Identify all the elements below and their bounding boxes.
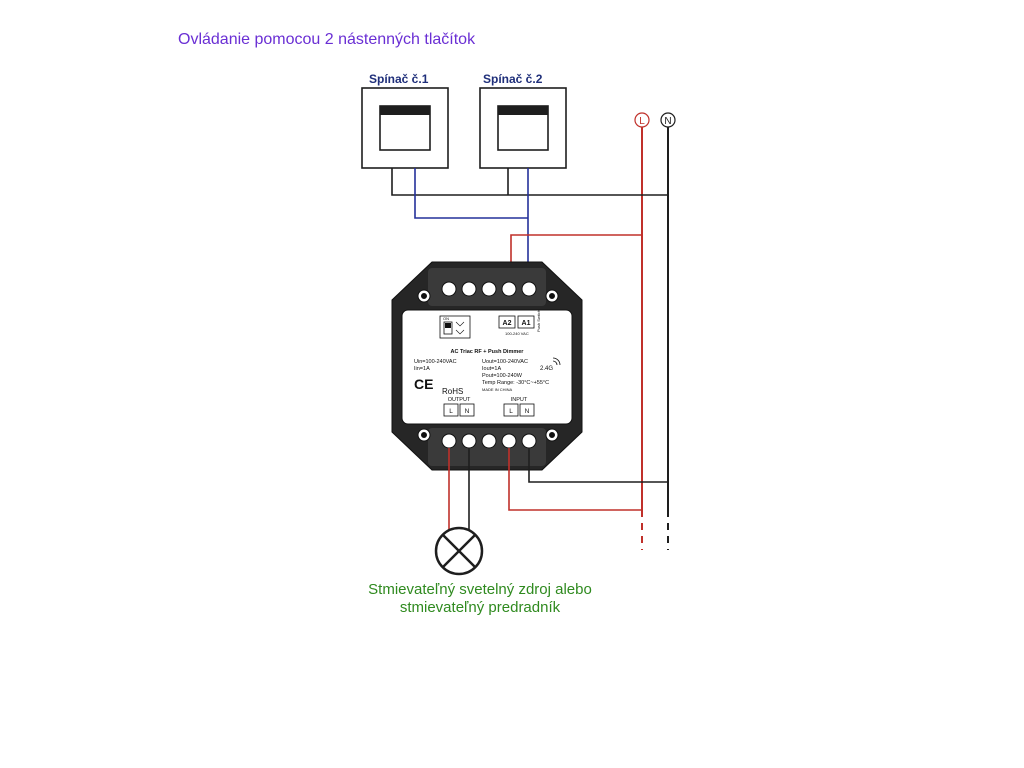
- terminal-a1-label: A1: [522, 320, 531, 327]
- push-switch-label: Push Switch: [536, 310, 541, 332]
- bottom-wiring: [448, 448, 668, 530]
- bottom-terminals: [441, 433, 537, 449]
- wireless-icon: [552, 357, 561, 366]
- made-in-label: MADE IN CHINA: [482, 387, 513, 392]
- diagram-title: Ovládanie pomocou 2 nástenných tlačítok: [178, 31, 476, 48]
- output-voltage: Uout=100-240VAC: [482, 359, 528, 365]
- top-terminals: [441, 281, 537, 297]
- output-power: Pout=100-240W: [482, 373, 523, 379]
- output-block-label: OUTPUT: [448, 397, 471, 403]
- model-name: AC Triac RF + Push Dimmer: [451, 349, 525, 355]
- input-voltage: Uin=100-240VAC: [414, 359, 457, 365]
- supply-lines: L N: [634, 112, 676, 550]
- line-terminal-label: L: [639, 116, 645, 127]
- switch-1-label: Spínač č.1: [369, 72, 429, 86]
- output-l-label: L: [449, 408, 453, 415]
- device-label-panel: [401, 309, 573, 425]
- output-n-label: N: [465, 408, 470, 415]
- switch-2: [479, 87, 567, 169]
- input-current: Iin=1A: [414, 366, 430, 372]
- input-n-label: N: [525, 408, 530, 415]
- load-caption-line-1: Stmievateľný svetelný zdroj alebo: [368, 581, 592, 598]
- terminal-a2-label: A2: [503, 320, 512, 327]
- rohs-mark: RoHS: [442, 387, 463, 396]
- output-current: Iout=1A: [482, 366, 501, 372]
- switch-2-label: Spínač č.2: [483, 72, 543, 86]
- input-block-label: INPUT: [511, 397, 528, 403]
- switch-1: [361, 87, 449, 169]
- dimmer-module: ON A2 A1 100-240 VAC Push Switch AC Tria…: [391, 261, 583, 471]
- load-caption-line-2: stmievateľný predradník: [399, 599, 561, 616]
- a-voltage-label: 100-240 VAC: [505, 331, 529, 336]
- input-l-label: L: [509, 408, 513, 415]
- temperature-range: Temp Range: -30°C~+55°C: [482, 380, 549, 386]
- ce-mark: CE: [414, 376, 433, 392]
- dip-switch-icon: ON: [439, 315, 471, 339]
- rf-band-label: 2.4G: [540, 366, 553, 372]
- neutral-terminal-label: N: [664, 116, 671, 127]
- lamp-symbol: [434, 526, 484, 576]
- dip-on-label: ON: [443, 316, 449, 321]
